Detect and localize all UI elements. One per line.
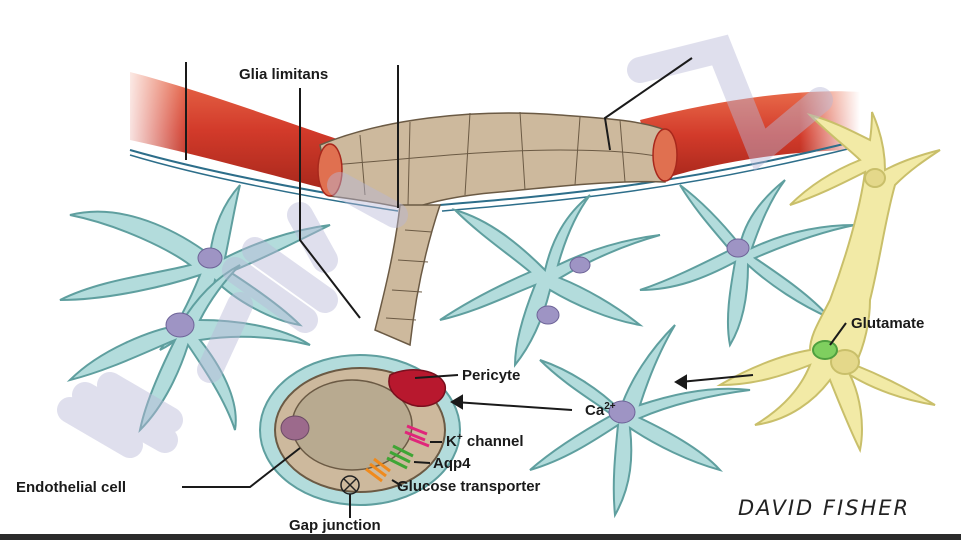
label-k-sup: + bbox=[456, 432, 463, 443]
neuron bbox=[716, 111, 941, 454]
astrocyte-3 bbox=[439, 194, 661, 368]
label-k-channel: K+ channel bbox=[446, 432, 524, 450]
k-channels bbox=[404, 424, 430, 448]
label-endothelial-cell: Endothelial cell bbox=[16, 479, 127, 496]
footer-line bbox=[0, 534, 961, 540]
label-k-base: K bbox=[446, 433, 457, 450]
basement-membrane-right-inner bbox=[441, 145, 861, 212]
label-aqp4: Aqp4 bbox=[433, 455, 471, 472]
leader-lines bbox=[182, 57, 847, 518]
capillary-branch bbox=[374, 204, 442, 347]
label-pericyte: Pericyte bbox=[462, 367, 521, 384]
label-glia-limitans: Glia limitans bbox=[239, 66, 329, 83]
title-bar bbox=[0, 0, 961, 58]
watermark bbox=[57, 34, 833, 458]
aqp4-channels bbox=[386, 444, 414, 470]
label-glucose-transporter: Glucose transporter bbox=[397, 478, 541, 495]
label-calcium-base: Ca bbox=[585, 402, 605, 419]
artery-left bbox=[120, 60, 340, 190]
label-calcium: Ca2+ bbox=[585, 401, 616, 419]
astrocyte-nuclei bbox=[165, 238, 750, 424]
basement-membrane-right bbox=[439, 139, 861, 206]
label-calcium-sup: 2+ bbox=[604, 401, 616, 412]
label-gap-junction: Gap junction bbox=[289, 517, 381, 534]
glucose-transporters bbox=[365, 457, 391, 483]
pericyte-shape bbox=[388, 369, 446, 407]
astrocyte-2 bbox=[66, 264, 311, 434]
capillary-cross-section bbox=[259, 354, 461, 506]
astrocyte-5 bbox=[529, 324, 751, 519]
artist-signature: DAVID FISHER bbox=[738, 496, 911, 520]
basement-membrane-left-inner bbox=[129, 154, 399, 212]
label-glutamate: Glutamate bbox=[851, 315, 925, 332]
label-k-channel-text: channel bbox=[462, 433, 524, 450]
